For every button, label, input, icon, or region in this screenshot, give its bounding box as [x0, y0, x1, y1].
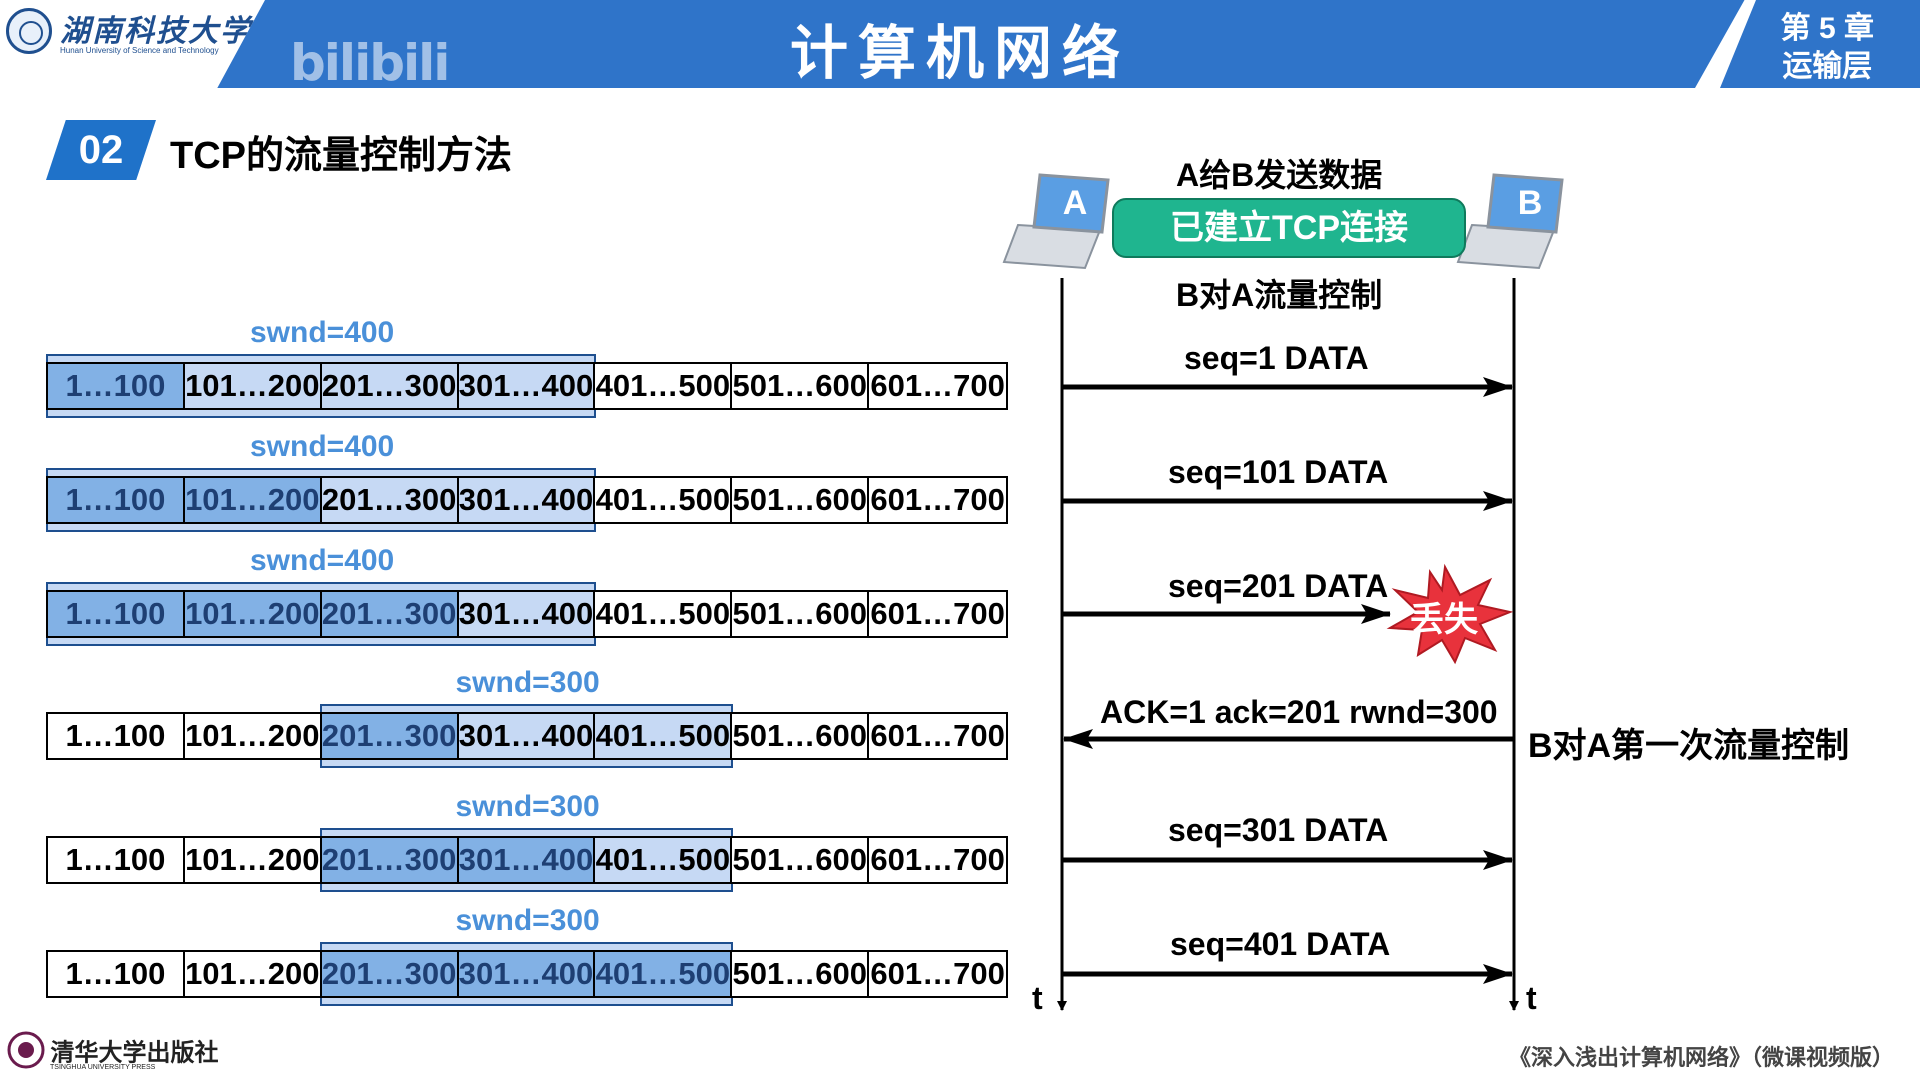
byte-cell: 601…700 — [869, 364, 1007, 408]
byte-cell: 401…500 — [595, 364, 733, 408]
byte-cell: 201…300 — [321, 952, 459, 996]
byte-cell: 501…600 — [732, 364, 870, 408]
byte-cell: 101…200 — [185, 364, 322, 408]
host-a-laptop-icon — [1002, 173, 1110, 270]
byte-cell: 101…200 — [184, 952, 322, 996]
swnd-label: swnd=300 — [455, 790, 600, 823]
chapter-name: 运输层 — [1782, 50, 1873, 83]
byte-cell: 501…600 — [732, 952, 870, 996]
bilibili-watermark: bilibili — [290, 34, 450, 92]
swnd-label: swnd=400 — [250, 316, 395, 349]
msg-seq1-label: seq=1 DATA — [1184, 340, 1369, 376]
byte-cell: 501…600 — [732, 592, 870, 636]
byte-cell: 1…100 — [48, 592, 185, 636]
university-emblem-icon — [6, 8, 52, 54]
byte-cell: 601…700 — [869, 838, 1007, 882]
byte-cell: 1…100 — [48, 364, 185, 408]
byte-cell: 101…200 — [184, 714, 322, 758]
byte-cell: 501…600 — [732, 838, 870, 882]
byte-cell: 101…200 — [184, 478, 322, 522]
channel-watermark: 湖科大教书匠 — [22, 60, 197, 91]
byte-cell: 301…400 — [458, 838, 596, 882]
book-title: 《深入浅出计算机网络》（微课视频版） — [1508, 1045, 1894, 1070]
publisher-emblem-icon — [7, 1031, 45, 1069]
byte-cell: 301…400 — [459, 478, 596, 522]
byte-cell: 401…500 — [595, 592, 733, 636]
byte-cell: 1…100 — [48, 952, 185, 996]
swnd-label: swnd=400 — [250, 430, 395, 463]
chapter-number: 第 5 章 — [1780, 12, 1874, 45]
publisher-name-en: TSINGHUA UNIVERSITY PRESS — [50, 1064, 156, 1071]
lost-label: 丢失 — [1410, 601, 1478, 639]
msg-ack-label: ACK=1 ack=201 rwnd=300 — [1100, 694, 1498, 730]
byte-cell: 601…700 — [869, 714, 1007, 758]
byte-cell: 301…400 — [459, 364, 596, 408]
publisher-name: 清华大学出版社 — [50, 1037, 219, 1067]
course-title: 计算机网络 — [789, 21, 1130, 86]
publisher-logo: 清华大学出版社 TSINGHUA UNIVERSITY PRESS — [6, 1030, 219, 1071]
byte-cell: 1…100 — [48, 714, 185, 758]
university-name-en: Hunan University of Science and Technolo… — [60, 46, 219, 55]
byte-cell: 301…400 — [458, 952, 596, 996]
byte-cell: 201…300 — [321, 838, 459, 882]
byte-cell: 501…600 — [732, 714, 870, 758]
byte-cell: 301…400 — [459, 714, 596, 758]
byte-cell: 201…300 — [321, 714, 459, 758]
byte-cell: 201…300 — [322, 478, 459, 522]
time-axis-a: t — [1032, 980, 1043, 1016]
host-b-laptop-icon — [1456, 173, 1564, 270]
tcp-connection-tube: 已建立TCP连接 — [1112, 198, 1466, 258]
byte-cell: 601…700 — [869, 592, 1007, 636]
byte-cell: 101…200 — [184, 592, 322, 636]
time-axis-b: t — [1526, 980, 1537, 1016]
byte-cell: 201…300 — [322, 364, 459, 408]
university-logo: 湖南科技大学 Hunan University of Science and T… — [0, 0, 265, 88]
first-flow-control-note: B对A第一次流量控制 — [1528, 727, 1850, 765]
msg-seq201-label: seq=201 DATA — [1168, 568, 1389, 604]
byte-cell: 201…300 — [321, 592, 459, 636]
university-name: 湖南科技大学 — [60, 14, 252, 49]
byte-cell: 1…100 — [48, 478, 185, 522]
swnd-label: swnd=300 — [455, 904, 600, 937]
host-b-label: B — [1517, 184, 1543, 222]
section-title: TCP的流量控制方法 — [170, 135, 513, 177]
byte-cell: 1…100 — [48, 838, 185, 882]
byte-cell: 401…500 — [595, 714, 733, 758]
send-direction-label: A给B发送数据 — [1176, 157, 1383, 193]
byte-cell: 601…700 — [869, 952, 1007, 996]
byte-cell: 401…500 — [595, 838, 733, 882]
byte-cell: 601…700 — [869, 478, 1007, 522]
msg-seq101-label: seq=101 DATA — [1168, 454, 1389, 490]
section-number: 02 — [46, 120, 156, 180]
byte-cell: 301…400 — [459, 592, 596, 636]
byte-cell: 401…500 — [595, 478, 733, 522]
flow-control-label: B对A流量控制 — [1176, 277, 1383, 313]
byte-cell: 101…200 — [184, 838, 322, 882]
header-bar: 湖南科技大学 Hunan University of Science and T… — [0, 0, 1920, 92]
swnd-label: swnd=400 — [250, 544, 395, 577]
byte-cell: 401…500 — [595, 952, 733, 996]
byte-cell: 501…600 — [732, 478, 870, 522]
lost-burst-icon — [1386, 563, 1514, 665]
msg-seq401-label: seq=401 DATA — [1170, 926, 1391, 962]
swnd-label: swnd=300 — [455, 666, 600, 699]
host-a-label: A — [1062, 184, 1088, 222]
msg-seq301-label: seq=301 DATA — [1168, 812, 1389, 848]
